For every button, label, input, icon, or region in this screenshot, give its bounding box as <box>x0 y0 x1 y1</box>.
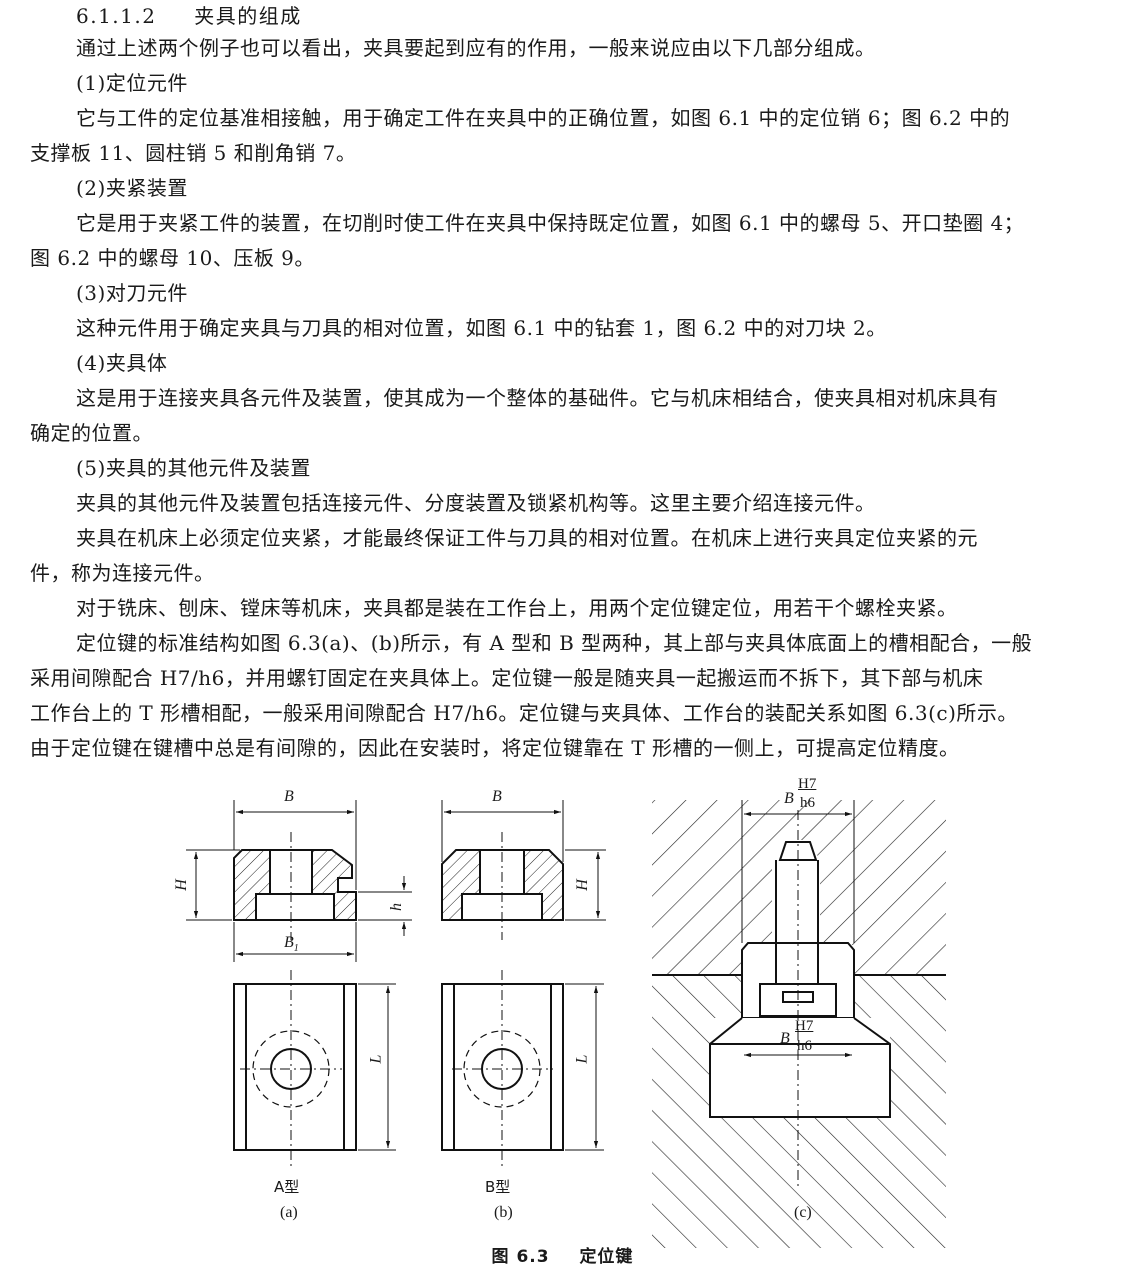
subfig-b-label: (b) <box>494 1204 513 1221</box>
dim-b1-letter: B <box>284 934 294 951</box>
fit-b-label-top: B <box>784 790 794 807</box>
figure-caption: 图 6.3 定位键 <box>0 1242 1125 1267</box>
dim-l-label-b: L <box>573 1054 591 1064</box>
key-a-section <box>233 832 357 940</box>
paragraph-line: 工作台上的 T 形槽相配，一般采用间隙配合 H7/h6。定位键与夹具体、工作台的… <box>30 701 1018 725</box>
fit-h7-bottom: H7 <box>795 1018 814 1034</box>
dim-b1-label: B1 <box>284 934 299 954</box>
subheading: (1)定位元件 <box>76 71 188 95</box>
key-b-dims <box>441 800 606 921</box>
assembly-drawing <box>652 800 946 1248</box>
paragraph-line: 它与工件的定位基准相接触，用于确定工件在夹具中的正确位置，如图 6.1 中的定位… <box>76 106 1011 130</box>
subheading: (4)夹具体 <box>76 351 168 375</box>
fit-b-label-bottom: B <box>780 1030 790 1047</box>
subheading: (2)夹紧装置 <box>76 176 188 200</box>
dim-b-label-b: B <box>492 788 502 805</box>
paragraph-line: 这是用于连接夹具各元件及装置，使其成为一个整体的基础件。它与机床相结合，使夹具相… <box>76 386 999 410</box>
type-b-label: B型 <box>485 1178 511 1196</box>
dim-h-label: H <box>172 879 190 891</box>
key-b-section <box>441 832 564 940</box>
key-a-top-view <box>233 970 357 1170</box>
subfig-a-label: (a) <box>280 1204 298 1221</box>
section-heading: 6.1.1.2 夹具的组成 <box>76 4 302 28</box>
fit-h6-top: h6 <box>800 795 815 811</box>
key-a-length-dim <box>358 983 396 1151</box>
paragraph-line: 采用间隙配合 H7/h6，并用螺钉固定在夹具体上。定位键一般是随夹具一起搬运而不… <box>30 666 984 690</box>
figure-drawing <box>186 800 946 1248</box>
dim-b-label: B <box>284 788 294 805</box>
caption-number: 图 6.3 <box>491 1247 550 1267</box>
paragraph-line: 通过上述两个例子也可以看出，夹具要起到应有的作用，一般来说应由以下几部分组成。 <box>76 36 876 60</box>
paragraph-line: 由于定位键在键槽中总是有间隙的，因此在安装时，将定位键靠在 T 形槽的一侧上，可… <box>30 736 960 760</box>
dim-h-small-label: h <box>388 903 405 911</box>
fit-h7-top: H7 <box>798 776 817 792</box>
subfig-c-label: (c) <box>794 1204 812 1221</box>
section-title: 夹具的组成 <box>194 4 302 28</box>
paragraph-line: 对于铣床、刨床、镗床等机床，夹具都是装在工作台上，用两个定位键定位，用若干个螺栓… <box>76 596 958 620</box>
paragraph-line: 确定的位置。 <box>30 421 153 445</box>
fit-h6-bottom: h6 <box>797 1038 812 1054</box>
dim-h-label-b: H <box>573 879 591 891</box>
key-b-top-view <box>441 970 564 1170</box>
paragraph-line: 图 6.2 中的螺母 10、压板 9。 <box>30 246 315 270</box>
paragraph-line: 它是用于夹紧工件的装置，在切削时使工件在夹具中保持既定位置，如图 6.1 中的螺… <box>76 211 1025 235</box>
figure-6-3: B H h B1 L B H L B H7 h6 B H7 h6 A型 B型 (… <box>0 770 1125 1280</box>
paragraph-line: 夹具在机床上必须定位夹紧，才能最终保证工件与刀具的相对位置。在机床上进行夹具定位… <box>76 526 978 550</box>
key-a-dims <box>186 800 412 962</box>
assembly-dims <box>741 800 855 1058</box>
dim-b1-subscript: 1 <box>293 943 299 955</box>
paragraph-line: 件，称为连接元件。 <box>30 561 215 585</box>
subheading: (5)夹具的其他元件及装置 <box>76 456 311 480</box>
caption-title: 定位键 <box>579 1247 634 1267</box>
type-a-label: A型 <box>274 1178 300 1196</box>
key-b-length-dim <box>565 983 604 1151</box>
dim-l-label-a: L <box>367 1054 385 1064</box>
subheading: (3)对刀元件 <box>76 281 188 305</box>
paragraph-line: 这种元件用于确定夹具与刀具的相对位置，如图 6.1 中的钻套 1，图 6.2 中… <box>76 316 887 340</box>
section-number: 6.1.1.2 <box>76 4 157 28</box>
paragraph-line: 定位键的标准结构如图 6.3(a)、(b)所示，有 A 型和 B 型两种，其上部… <box>76 631 1033 655</box>
paragraph-line: 支撑板 11、圆柱销 5 和削角销 7。 <box>30 141 357 165</box>
paragraph-line: 夹具的其他元件及装置包括连接元件、分度装置及锁紧机构等。这里主要介绍连接元件。 <box>76 491 876 515</box>
